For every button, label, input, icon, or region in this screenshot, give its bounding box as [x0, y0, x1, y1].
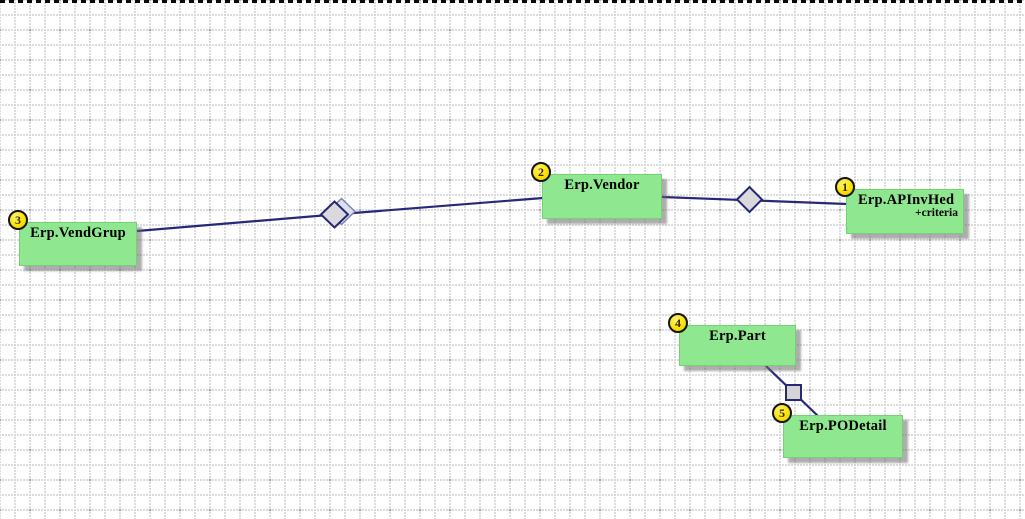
- join-diamond-icon-vendor-apinvhed[interactable]: [735, 185, 764, 214]
- entity-label: Erp.Vendor: [564, 177, 640, 193]
- join-diamond-icon-part-podetail[interactable]: [785, 384, 802, 401]
- sequence-badge: 3: [8, 210, 28, 230]
- entity-label: Erp.VendGrup: [30, 225, 126, 241]
- entity-box-erp-apinvhed[interactable]: 1 Erp.APInvHed +criteria: [835, 177, 964, 234]
- criteria-annotation: +criteria: [915, 207, 958, 219]
- sequence-badge: 4: [668, 313, 688, 333]
- entity-box-erp-part[interactable]: 4 Erp.Part: [668, 313, 796, 366]
- join-diamond-icon-vendgrup-vendor[interactable]: [319, 200, 350, 229]
- entity-box-erp-podetail[interactable]: 5 Erp.PODetail: [772, 403, 903, 458]
- sequence-badge: 1: [835, 177, 855, 197]
- entity-label: Erp.APInvHed: [858, 192, 955, 208]
- sequence-badge: 5: [772, 403, 792, 423]
- entity-label: Erp.PODetail: [799, 418, 887, 434]
- entity-box-erp-vendor[interactable]: 2 Erp.Vendor: [531, 162, 662, 219]
- selection-dashed-border: [0, 0, 1025, 3]
- entity-label: Erp.Part: [709, 328, 766, 344]
- sequence-badge: 2: [531, 162, 551, 182]
- entity-box-erp-vendgrup[interactable]: 3 Erp.VendGrup: [8, 210, 137, 266]
